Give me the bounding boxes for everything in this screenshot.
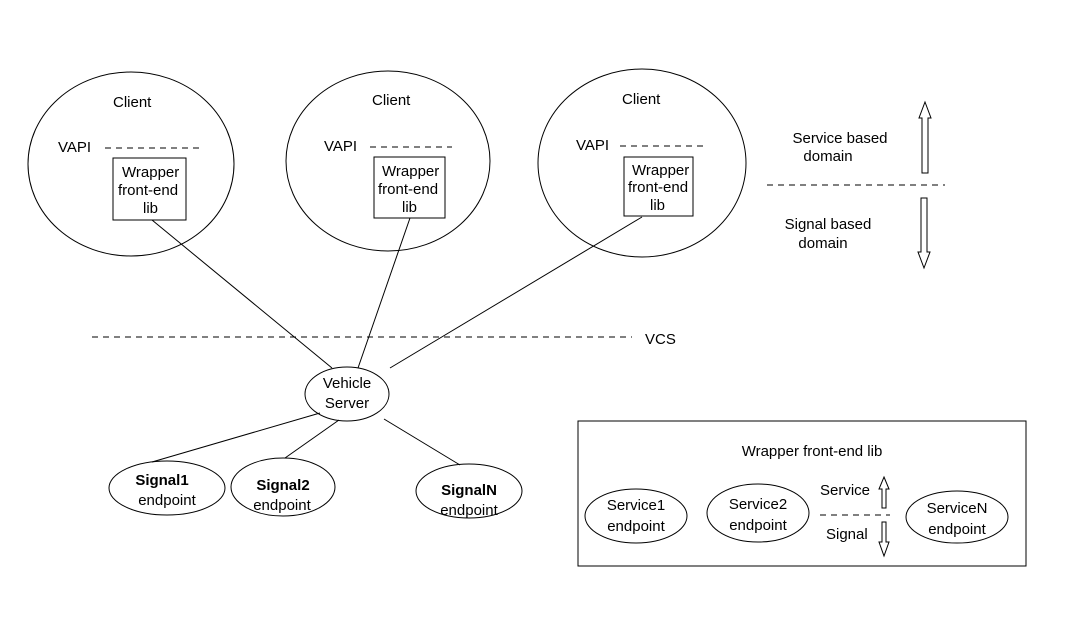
signal-domain-label: Signal based — [785, 216, 872, 233]
down-arrow-icon — [917, 197, 931, 270]
client-label: Client — [622, 91, 661, 108]
client-2: Client VAPI Wrapper front-end lib — [285, 70, 491, 252]
endpoint-name: Signal1 — [135, 472, 188, 489]
endpoint-name: Signal2 — [256, 477, 309, 494]
legend-title: Wrapper front-end lib — [742, 443, 883, 460]
legend-service-label: Service — [820, 482, 870, 499]
client-label: Client — [113, 94, 152, 111]
connector — [284, 419, 340, 459]
client-3: Client VAPI Wrapper front-end lib — [537, 68, 747, 258]
connector — [357, 217, 411, 369]
client-label: Client — [372, 92, 411, 109]
service-sub: endpoint — [729, 517, 787, 534]
service-name: ServiceN — [927, 500, 988, 517]
signal2-endpoint: Signal2 endpoint — [230, 457, 336, 517]
lib-text: Wrapper — [122, 164, 179, 181]
service-domain-label: domain — [803, 148, 852, 165]
connector — [151, 412, 321, 463]
vehicle-server-ellipse — [304, 366, 390, 422]
connector — [389, 216, 643, 369]
signal1-endpoint: Signal1 endpoint — [108, 460, 226, 516]
endpoint-ellipse — [415, 463, 523, 519]
legend-signal-label: Signal — [826, 526, 868, 543]
wrapper-lib-box — [623, 156, 694, 217]
servicen-ellipse — [905, 490, 1009, 544]
up-arrow-icon — [878, 475, 890, 509]
client-ellipse — [285, 70, 491, 252]
legend-box: Wrapper front-end lib Service1 endpoint … — [577, 420, 1027, 567]
client-1: Client VAPI Wrapper front-end lib — [27, 71, 235, 257]
service2-ellipse — [706, 483, 810, 543]
endpoint-sub: endpoint — [253, 497, 311, 514]
service-name: Service1 — [607, 497, 665, 514]
vehicle-server-label: Server — [325, 395, 369, 412]
lib-text: Wrapper — [632, 162, 689, 179]
lib-text: front-end — [378, 181, 438, 198]
vcs-label: VCS — [645, 331, 676, 348]
connector — [151, 219, 333, 369]
service-sub: endpoint — [928, 521, 986, 538]
lib-text: Wrapper — [382, 163, 439, 180]
lib-text: front-end — [628, 179, 688, 196]
up-arrow-icon — [918, 100, 932, 174]
wrapper-lib-box — [112, 157, 187, 221]
lib-text: lib — [402, 199, 417, 216]
vapi-label: VAPI — [324, 138, 357, 155]
lib-text: lib — [143, 200, 158, 217]
service-name: Service2 — [729, 496, 787, 513]
vapi-label: VAPI — [576, 137, 609, 154]
signal-domain-label: domain — [798, 235, 847, 252]
lib-text: lib — [650, 197, 665, 214]
vehicle-server: Vehicle Server — [304, 366, 390, 422]
connector — [383, 418, 461, 466]
endpoint-ellipse — [230, 457, 336, 517]
service-sub: endpoint — [607, 518, 665, 535]
service1-ellipse — [584, 488, 688, 544]
lib-text: front-end — [118, 182, 178, 199]
client-ellipse — [27, 71, 235, 257]
vapi-label: VAPI — [58, 139, 91, 156]
legend-frame — [577, 420, 1027, 567]
endpoint-sub: endpoint — [440, 502, 498, 519]
endpoint-sub: endpoint — [138, 492, 196, 509]
endpoint-name: SignalN — [441, 482, 497, 499]
endpoint-ellipse — [108, 460, 226, 516]
service-domain-label: Service based — [792, 130, 887, 147]
down-arrow-icon — [878, 521, 890, 558]
client-ellipse — [537, 68, 747, 258]
vehicle-server-label: Vehicle — [323, 375, 371, 392]
signaln-endpoint: SignalN endpoint — [415, 463, 523, 519]
